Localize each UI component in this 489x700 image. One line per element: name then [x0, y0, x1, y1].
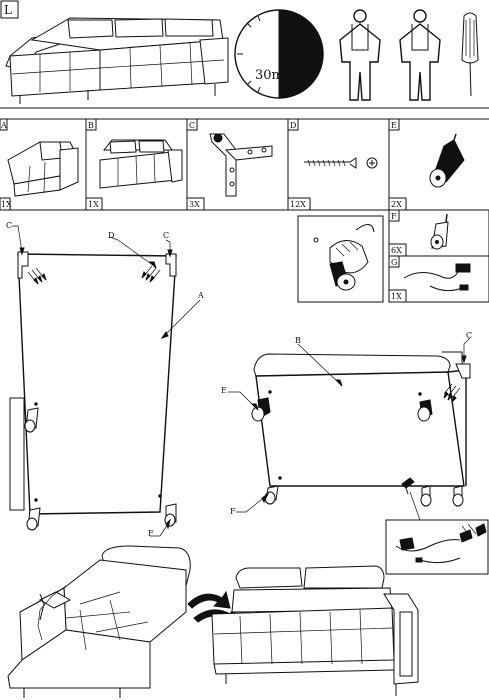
step-label: L — [4, 3, 12, 17]
part-b-cell: B 1X — [85, 118, 183, 211]
part-g-cell: G 1X — [388, 255, 489, 303]
person-icon-2 — [399, 9, 441, 101]
parts-row: A 1X B 1X — [0, 118, 489, 303]
part-g-letter: G — [391, 258, 397, 267]
part-b-quantity: 1X — [88, 200, 99, 209]
final-assembly-illustration — [7, 545, 419, 698]
callout-f-right: F — [230, 507, 236, 516]
part-b-letter: B — [88, 121, 94, 130]
small-foot-icon — [430, 213, 449, 250]
part-f-quantity: 6X — [391, 246, 402, 255]
callout-e-right: E — [221, 386, 227, 395]
time-estimate-text: 30min — [255, 68, 297, 83]
assembled-corner-sofa-illustration — [5, 17, 229, 104]
time-estimate-clock-icon: 30min — [234, 9, 324, 99]
part-f-cell: F 6X — [388, 209, 489, 257]
part-c-cell: C 3X — [186, 118, 273, 211]
part-e-letter: E — [391, 121, 397, 130]
module-b-underside-diagram: B C E F — [221, 331, 472, 521]
large-foot-icon — [429, 133, 465, 188]
part-d-letter: D — [290, 121, 296, 130]
callout-c-left-1: C — [6, 221, 12, 230]
part-a-cell: A 1X — [0, 118, 79, 211]
step-label-box — [0, 0, 19, 19]
screwdriver-icon — [461, 12, 479, 97]
connector-bracket-icon — [209, 133, 273, 197]
callout-b-right: B — [295, 336, 301, 345]
part-d-quantity: 12X — [290, 200, 306, 209]
part-d-cell: D 12X — [287, 118, 378, 211]
wood-screw-icon — [304, 157, 378, 169]
part-e-cell: E 2X — [388, 118, 465, 211]
part-e-quantity: 2X — [391, 200, 402, 209]
callout-f-left: F — [148, 529, 154, 538]
callout-c-right: C — [466, 331, 472, 340]
cable-connection-detail-panel — [385, 519, 489, 575]
chaise-module-icon — [7, 141, 79, 197]
part-c-quantity: 3X — [189, 200, 200, 209]
callout-c-left-2: C — [163, 231, 169, 240]
person-icon-1 — [339, 9, 381, 101]
part-a-letter: A — [0, 121, 7, 130]
module-a-underside-diagram: C D C A F — [6, 221, 204, 538]
part-g-quantity: 1X — [391, 292, 402, 301]
part-c-letter: C — [189, 121, 195, 130]
part-f-letter: F — [391, 212, 397, 221]
callout-a-left: A — [197, 291, 204, 300]
main-module-icon — [99, 139, 183, 189]
foot-install-detail-panel — [297, 215, 384, 303]
part-a-quantity: 1X — [1, 200, 12, 209]
callout-d-left: D — [108, 231, 114, 240]
power-cable-icon — [403, 263, 471, 292]
header-row: L 30min — [0, 0, 489, 109]
